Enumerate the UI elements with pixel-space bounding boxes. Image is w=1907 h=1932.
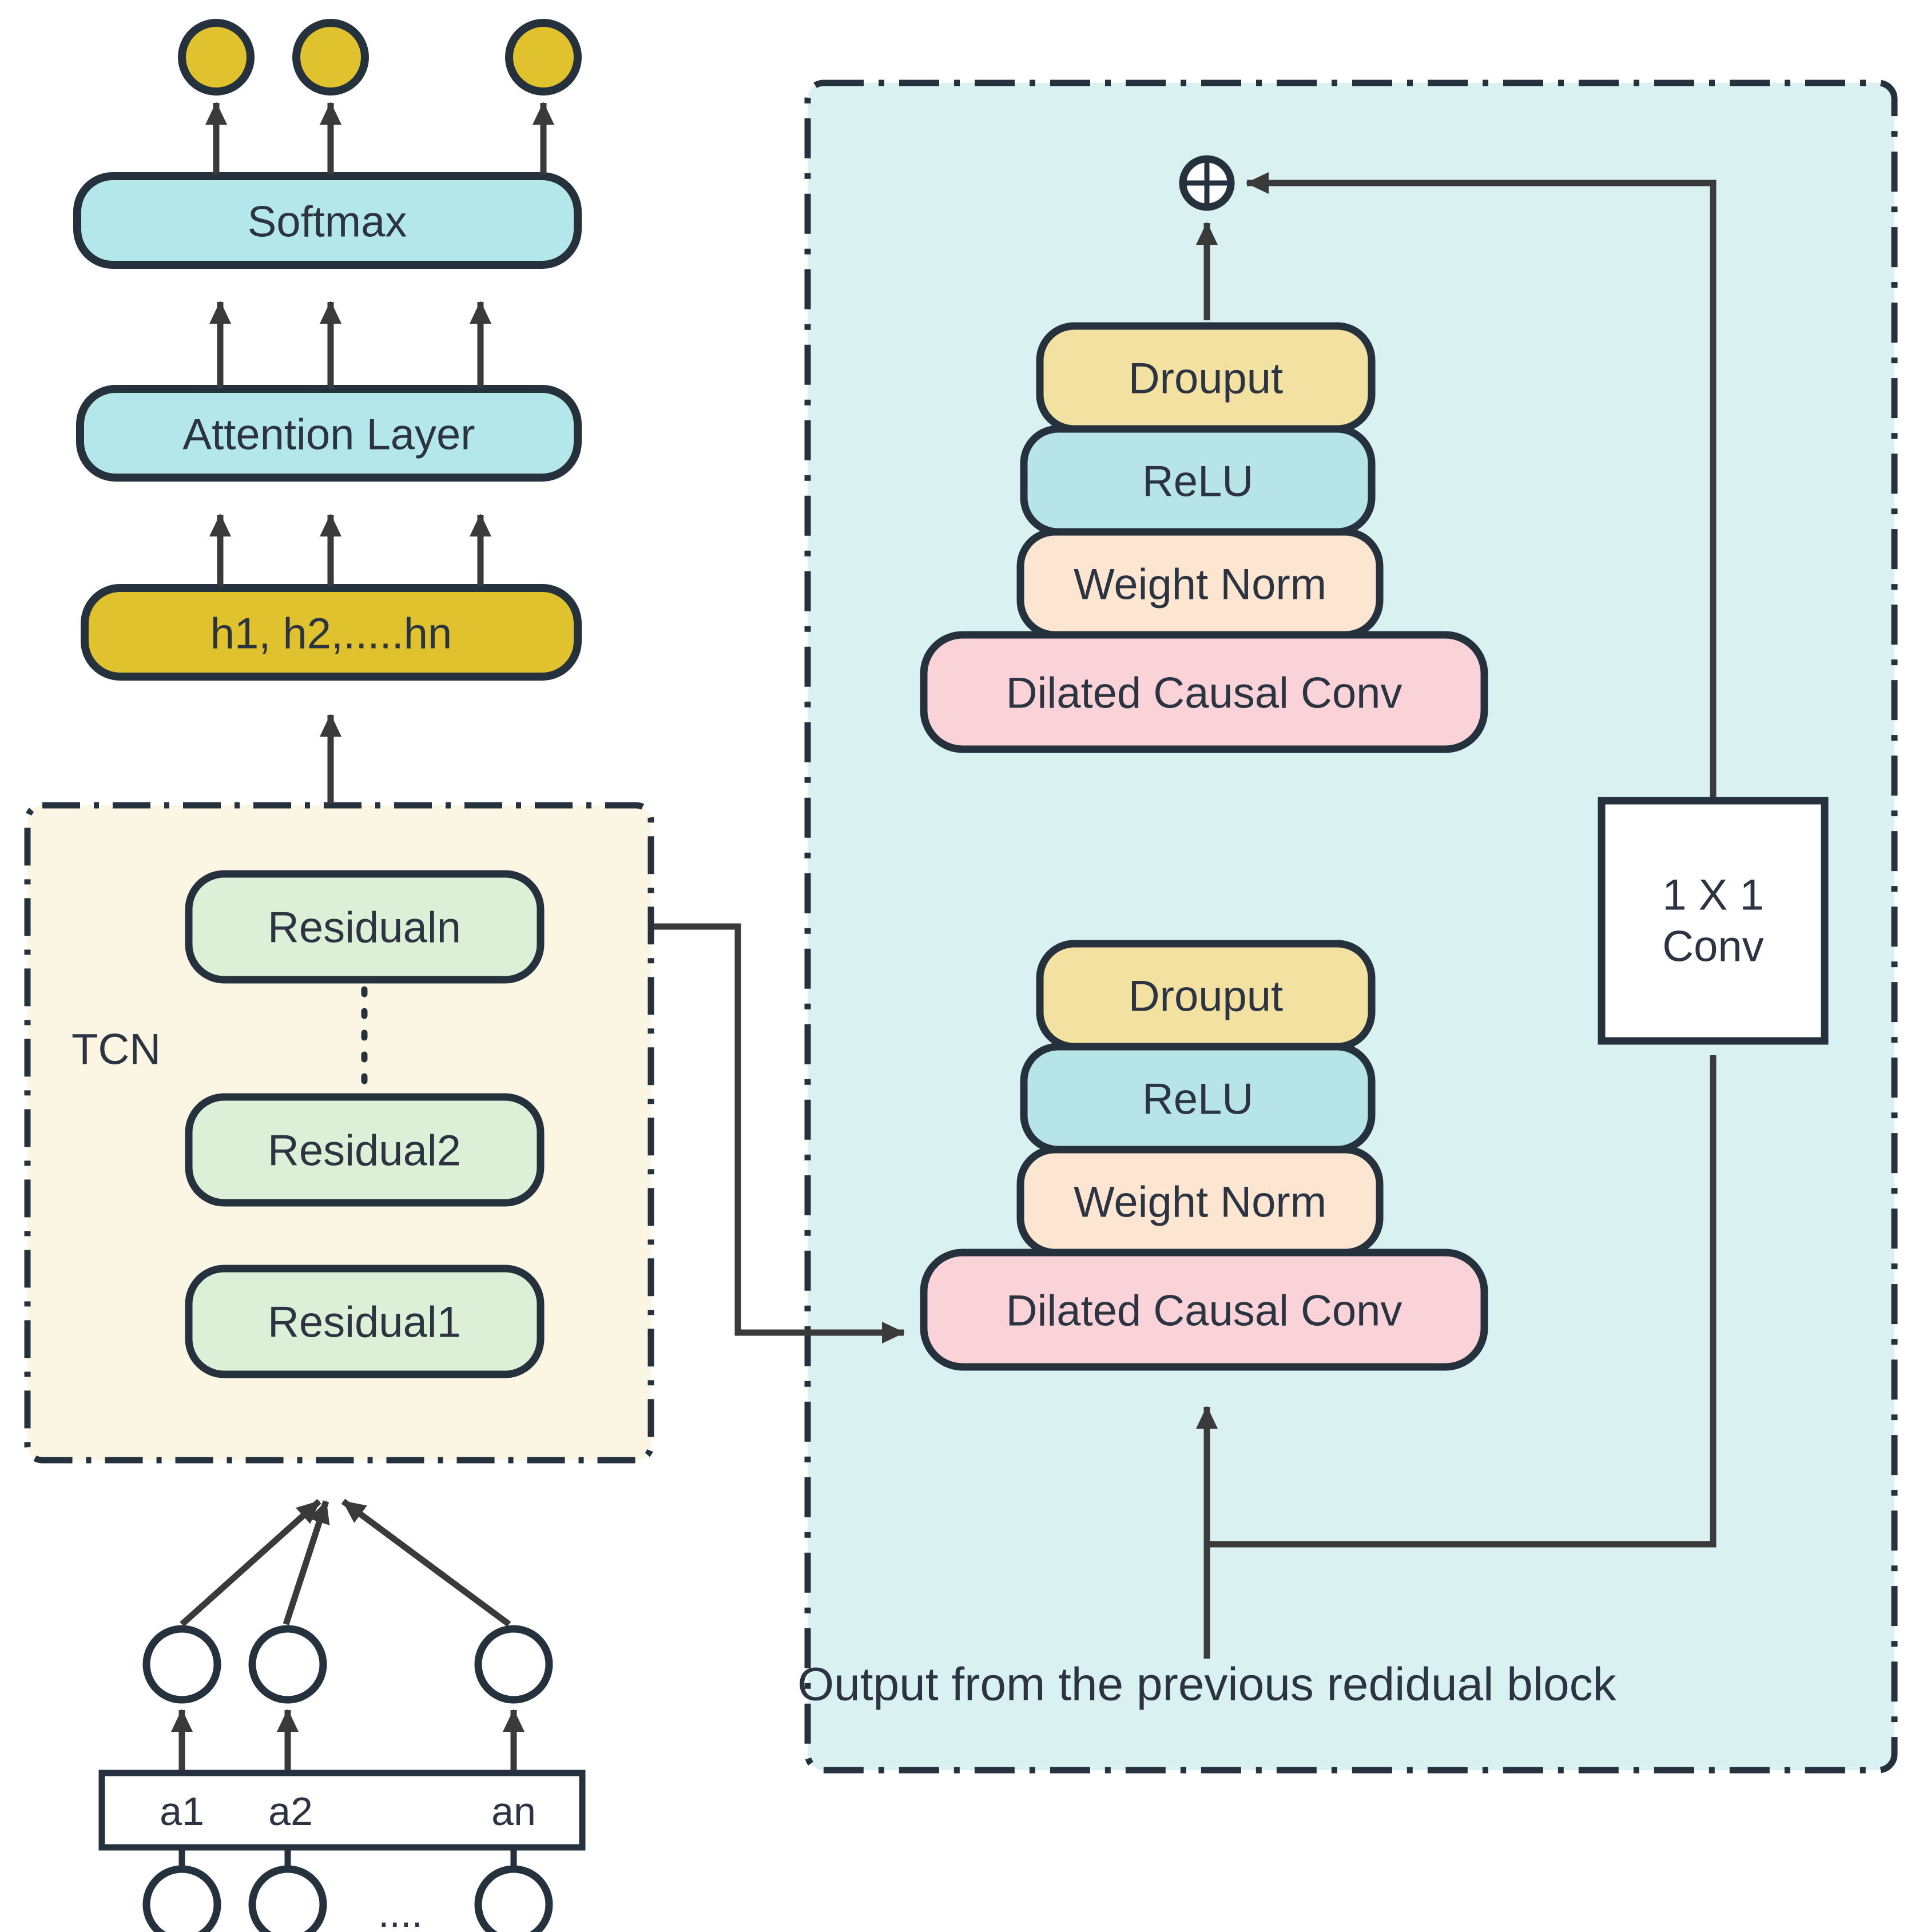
raw-input-node-1 <box>142 1865 221 1932</box>
input-hidden-node-2 <box>248 1625 327 1704</box>
raw-input-ellipsis-label: .... <box>378 1891 423 1932</box>
softmax-block: Softmax <box>73 172 582 269</box>
lower-dilated-causal-conv-box[interactable] <box>920 1249 1488 1371</box>
output-node-1 <box>178 19 255 96</box>
tcn-panel-label: TCN <box>71 1025 161 1074</box>
embedding-row: a1 a2 an <box>98 1770 586 1851</box>
softmax-label: Softmax <box>248 198 407 247</box>
input-tcn-arrow-2 <box>283 1500 330 1625</box>
residual-block-list: Residualn Residual2 Residual1 <box>185 870 545 1378</box>
residual-block-n-box[interactable] <box>185 870 545 984</box>
residual-block-1-box[interactable] <box>185 1265 545 1378</box>
output-node-2 <box>292 19 369 96</box>
input-tcn-arrow-3 <box>341 1498 511 1627</box>
raw-input-node-2 <box>248 1865 327 1932</box>
raw-input-node-3 <box>474 1865 553 1932</box>
skip-branch-to-add-node <box>1246 172 1717 801</box>
upper-dilated-causal-conv-box[interactable] <box>920 631 1488 753</box>
lower-relu-label: ReLU <box>1142 1075 1253 1124</box>
upper-sub-block: Drouput ReLU Weight Norm Dilated Causal … <box>920 322 1488 753</box>
conv1x1-box[interactable] <box>1598 797 1829 1045</box>
residual-block-1-label: Residual1 <box>268 1298 461 1347</box>
residual-block-n-label: Residualn <box>268 904 461 952</box>
attention-to-softmax-arrows <box>209 301 491 388</box>
input-to-tcn-arrows <box>180 1498 511 1627</box>
input-hidden-node-3 <box>474 1625 553 1704</box>
add-node <box>1179 155 1235 211</box>
hidden-states-label: h1, h2,.....hn <box>210 610 452 658</box>
upper-relu-label: ReLU <box>1142 458 1253 506</box>
hidden-states-block: h1, h2,.....hn <box>81 584 582 681</box>
skip-branch-to-conv1x1 <box>1207 1055 1717 1548</box>
lower-weight-norm-label: Weight Norm <box>1074 1178 1326 1227</box>
softmax-to-output-arrows <box>205 102 554 174</box>
conv1x1-label-line1: 1 X 1 <box>1662 871 1763 920</box>
lower-dropout-label: Drouput <box>1129 972 1283 1021</box>
residual-block-2-label: Residual2 <box>268 1127 461 1175</box>
lower-sub-block: Drouput ReLU Weight Norm Dilated Causal … <box>920 940 1488 1371</box>
hidden-to-attention-arrows <box>209 514 491 586</box>
residual-block-2-box[interactable] <box>185 1093 545 1207</box>
lower-dilated-causal-conv-label: Dilated Causal Conv <box>1006 1287 1403 1335</box>
conv1x1-label-line2: Conv <box>1662 923 1763 971</box>
input-hidden-node-group <box>142 1625 553 1704</box>
output-node-group <box>178 19 582 96</box>
attention-layer-block: Attention Layer <box>76 385 582 482</box>
hidden-states-box[interactable] <box>81 584 582 681</box>
residual-skip-connections <box>1207 172 1717 1548</box>
input-tcn-arrow-1 <box>180 1498 321 1627</box>
conv1x1-block[interactable]: 1 X 1 Conv <box>1598 797 1829 1045</box>
embedding-cell-an: an <box>491 1789 536 1834</box>
attention-layer-box[interactable] <box>76 385 582 482</box>
softmax-box[interactable] <box>73 172 582 269</box>
upper-dilated-causal-conv-label: Dilated Causal Conv <box>1006 669 1403 718</box>
upper-dropout-label: Drouput <box>1129 355 1283 403</box>
attention-layer-label: Attention Layer <box>182 411 475 459</box>
embedding-to-hidden-arrows <box>171 1709 525 1773</box>
residual-block-caption: Output from the previous redidual block <box>797 1659 1616 1711</box>
embedding-row-box <box>98 1770 586 1851</box>
raw-input-node-group: .... <box>142 1847 553 1932</box>
input-hidden-node-1 <box>142 1625 221 1704</box>
embedding-cell-a1: a1 <box>160 1789 204 1834</box>
embedding-cell-a2: a2 <box>268 1789 313 1834</box>
upper-weight-norm-label: Weight Norm <box>1074 560 1326 609</box>
output-node-3 <box>505 19 582 96</box>
